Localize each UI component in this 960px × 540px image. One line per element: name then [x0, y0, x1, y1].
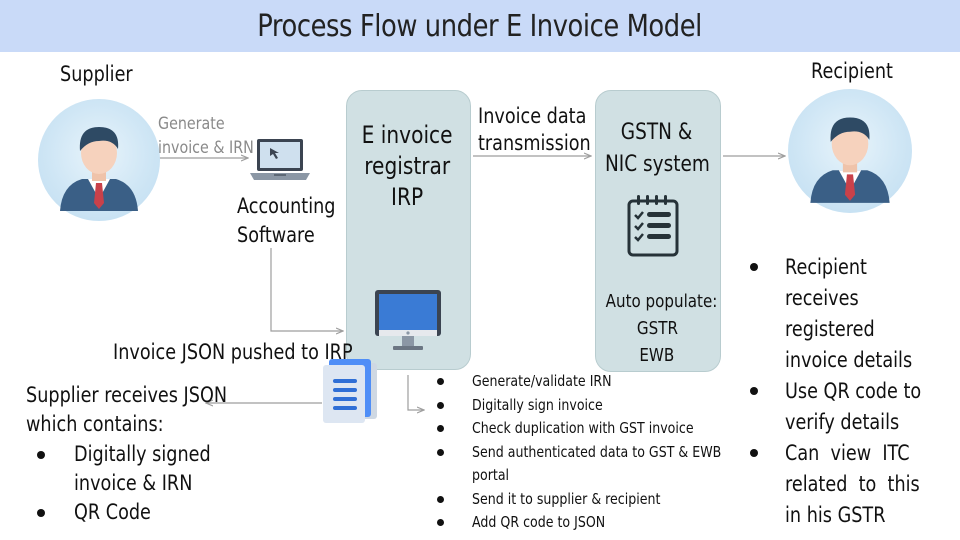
gstr-label: GSTR	[636, 318, 678, 339]
json-bullet-1-line-2: invoice & IRN	[74, 471, 193, 495]
recipient-bullet-3-line-3: in his GSTR	[785, 503, 886, 527]
arrow-software-to-irp	[270, 248, 343, 331]
desktop-monitor-icon	[375, 290, 441, 350]
irp-step-4-line-1: Send authenticated data to GST & EWB	[472, 442, 722, 461]
recipient-bullet-1-line-3: registered	[785, 317, 875, 341]
gstn-box	[595, 90, 721, 372]
recipient-bullet-2-line-2: verify details	[785, 410, 900, 434]
irp-step-5: Send it to supplier & recipient	[472, 489, 661, 508]
ewb-label: EWB	[639, 345, 675, 366]
supplier-avatar	[38, 99, 160, 221]
document-icon	[323, 359, 377, 423]
accounting-label-2: Software	[237, 223, 315, 247]
irp-label-3: IRP	[391, 183, 424, 211]
irp-step-4-line-2: portal	[472, 466, 510, 484]
title-bar: Process Flow under E Invoice Model	[0, 0, 960, 52]
auto-populate-label: Auto populate:	[605, 291, 718, 312]
irp-steps-list: Generate/validate IRN Digitally sign inv…	[437, 370, 769, 535]
accounting-label-1: Accounting	[237, 194, 336, 218]
arrow-irp-to-steps	[407, 375, 424, 410]
irp-step-3: Check duplication with GST invoice	[472, 419, 694, 437]
irp-step-2: Digitally sign invoice	[472, 395, 603, 414]
invoice-irn-label: invoice & IRN	[158, 138, 254, 158]
checklist-clipboard-icon	[627, 195, 679, 257]
json-bullet-1-line-1: Digitally signed	[74, 442, 211, 466]
irp-step-1: Generate/validate IRN	[472, 372, 612, 390]
page-title: Process Flow under E Invoice Model	[257, 8, 703, 44]
recipient-bullet-2-line-1: Use QR code to	[785, 379, 922, 403]
json-bullet-2: QR Code	[74, 500, 151, 524]
recipient-avatar	[788, 89, 912, 213]
laptop-icon	[250, 139, 310, 180]
person-avatar-icon	[810, 117, 890, 203]
person-avatar-icon	[60, 127, 138, 211]
gstn-label-1: GSTN &	[621, 120, 693, 145]
gstn-label-2: NIC system	[604, 152, 710, 177]
supplier-receives-block: Supplier receives JSON which contains: D…	[26, 381, 265, 527]
irp-label-2: registrar	[364, 152, 451, 180]
supplier-receives-line-2: which contains:	[26, 412, 164, 436]
recipient-bullet-3-line-2: related to this	[785, 472, 920, 496]
supplier-receives-line-1: Supplier receives JSON	[26, 383, 228, 407]
recipient-bullets: Recipient receives registered invoice de…	[748, 252, 947, 531]
recipient-label: Recipient	[811, 59, 893, 83]
irp-step-6: Add QR code to JSON	[472, 513, 606, 531]
recipient-bullet-3-line-1: Can view ITC	[785, 441, 910, 465]
recipient-bullet-1-line-2: receives	[785, 286, 859, 310]
recipient-bullet-1-line-1: Recipient	[785, 255, 867, 279]
generate-label: Generate	[158, 114, 225, 134]
recipient-bullet-1-line-4: invoice details	[785, 348, 913, 372]
transmission-label-2: transmission	[478, 131, 591, 155]
supplier-label: Supplier	[60, 62, 133, 86]
irp-label-1: E invoice	[362, 121, 453, 149]
transmission-label-1: Invoice data	[478, 104, 587, 128]
json-pushed-label: Invoice JSON pushed to IRP	[113, 340, 353, 364]
